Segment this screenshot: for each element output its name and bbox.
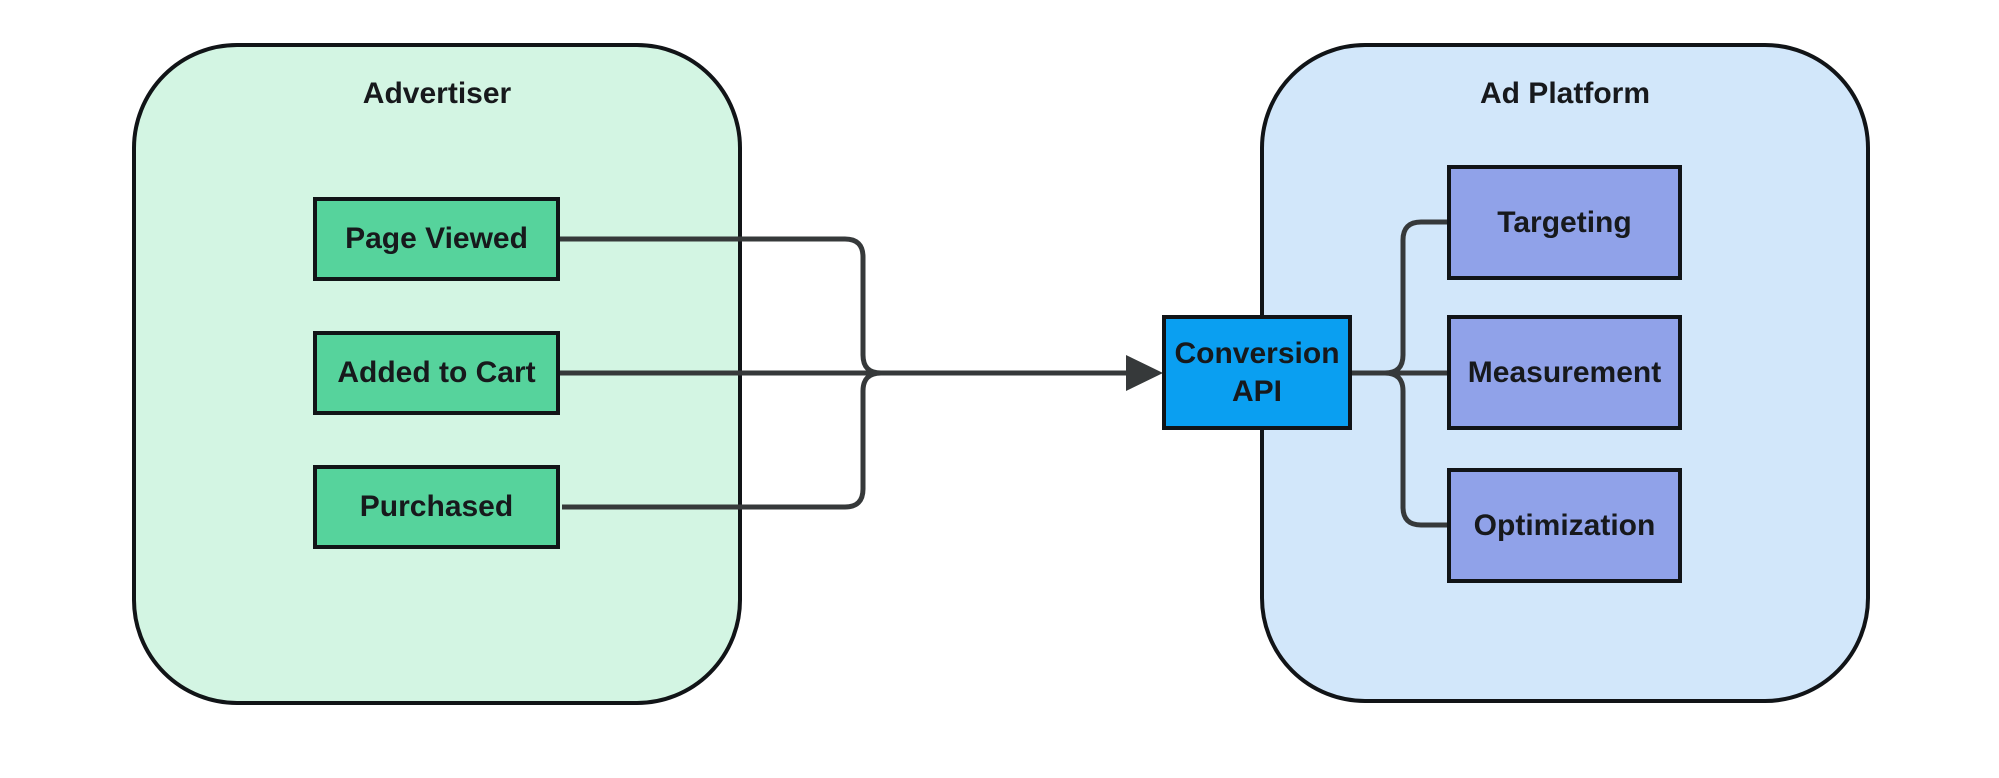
connector-api-to-targeting bbox=[1352, 219, 1447, 376]
advertiser-title: Advertiser bbox=[362, 77, 512, 110]
ad-platform-title: Ad Platform bbox=[1479, 77, 1650, 110]
node-measurement: Measurement bbox=[1447, 315, 1682, 430]
arrowhead-icon bbox=[1126, 355, 1163, 391]
node-targeting: Targeting bbox=[1447, 165, 1682, 280]
node-conversion-api: Conversion API bbox=[1162, 315, 1352, 430]
connector-page-viewed-to-api bbox=[560, 236, 882, 376]
connector-api-to-optimization bbox=[1352, 370, 1447, 528]
node-purchased: Purchased bbox=[313, 465, 560, 549]
node-optimization: Optimization bbox=[1447, 468, 1682, 583]
connector-purchased-to-api bbox=[562, 370, 882, 510]
node-added-to-cart: Added to Cart bbox=[313, 331, 560, 415]
node-page-viewed: Page Viewed bbox=[313, 197, 560, 281]
